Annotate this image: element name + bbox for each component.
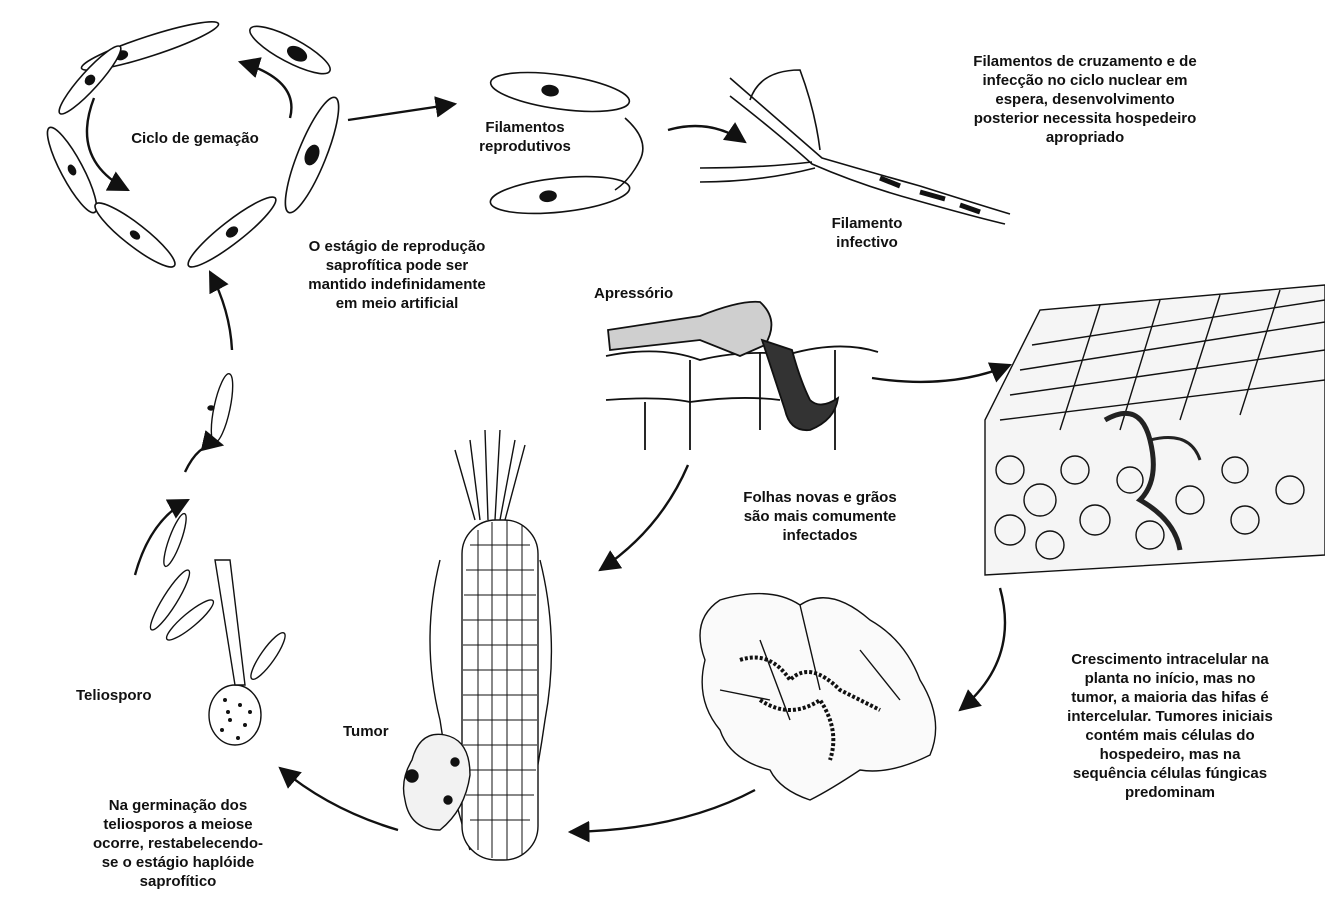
appressorium-illustration (606, 302, 878, 454)
tumor-tissue-illustration (700, 594, 936, 800)
reproductive-filaments-label: Filamentos reprodutivos (455, 118, 595, 156)
infective-filament-label: Filamento infectivo (812, 214, 922, 252)
appressorium-label: Apressório (594, 284, 724, 303)
teliospore-label: Teliosporo (76, 686, 206, 705)
budding-cycle-label: Ciclo de gemação (100, 129, 290, 148)
saprophytic-stage-note: O estágio de reprodução saprofítica pode… (272, 237, 522, 313)
intracellular-growth-note: Crescimento intracelular na planta no in… (1030, 650, 1310, 802)
germination-note: Na germinação dos teliosporos a meiose o… (58, 796, 298, 891)
corn-ear-illustration (404, 430, 552, 860)
leaf-tissue-illustration (985, 285, 1325, 575)
young-leaves-note: Folhas novas e grãos são mais comumente … (705, 488, 935, 545)
crossing-infection-note: Filamentos de cruzamento e de infecção n… (935, 52, 1235, 147)
tumor-label: Tumor (343, 722, 433, 741)
